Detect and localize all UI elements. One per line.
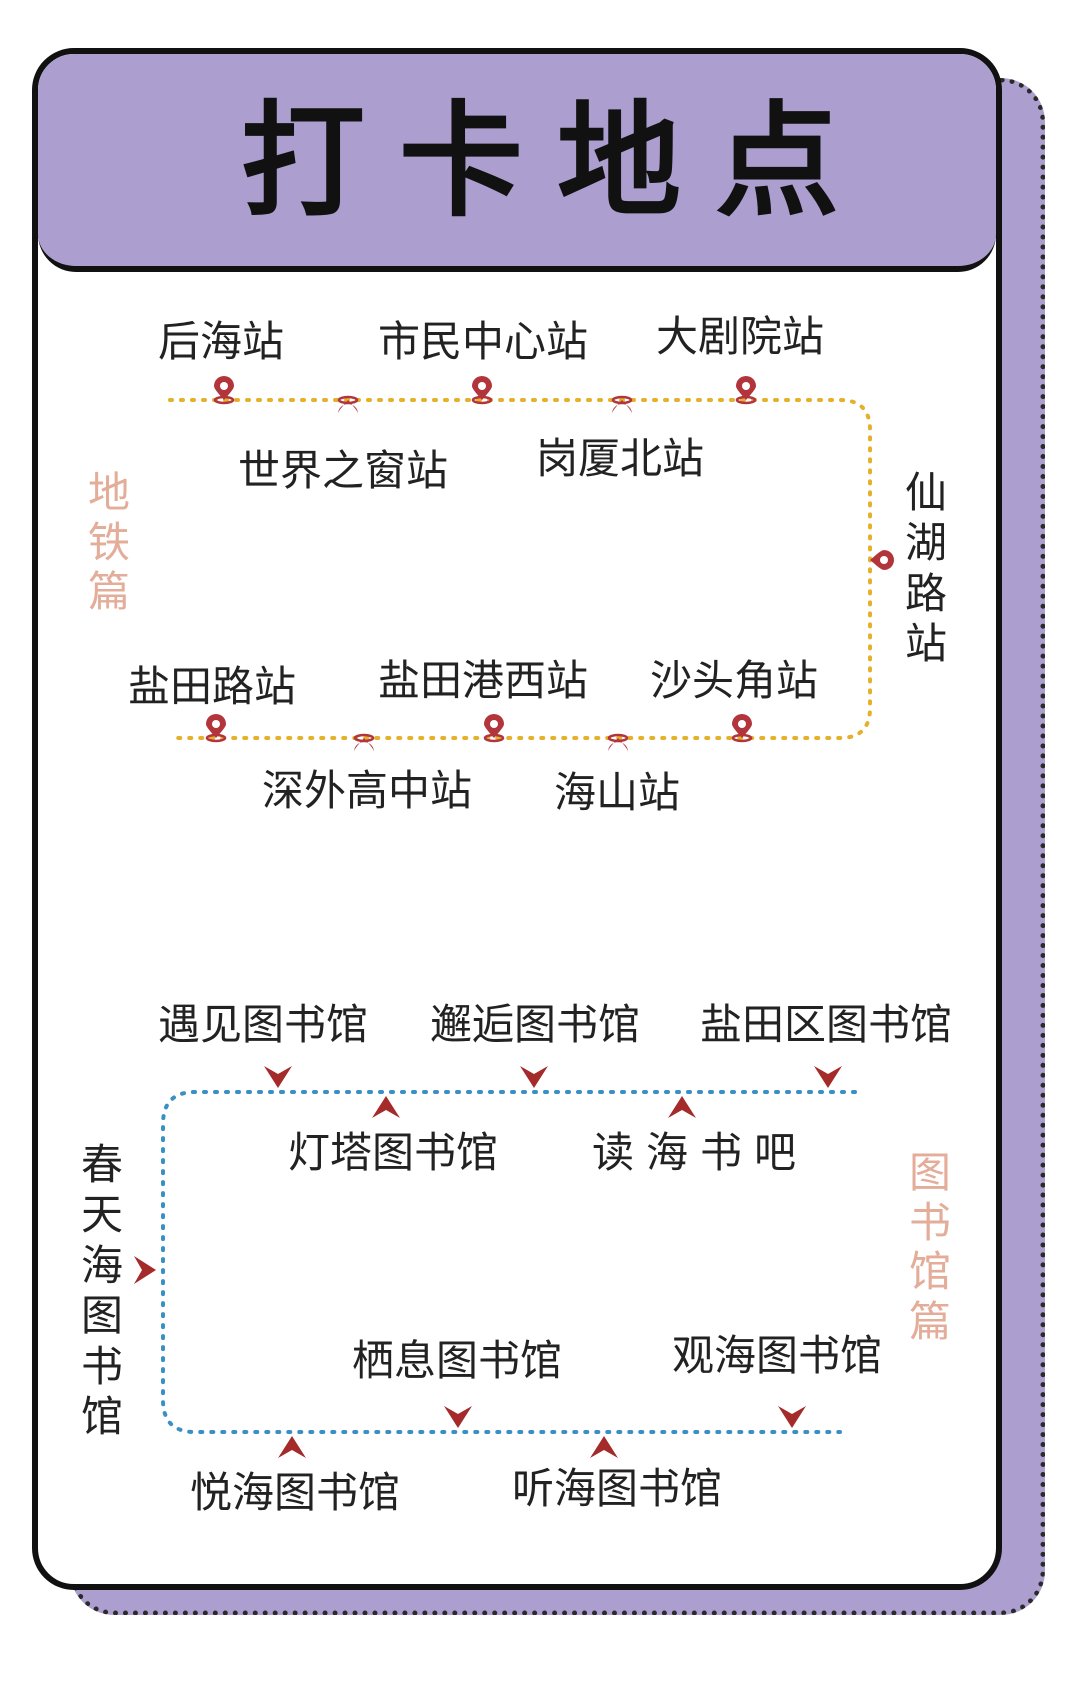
triangle-arrow-icon (444, 1406, 472, 1428)
section-label-library: 图书馆篇 (908, 1148, 951, 1346)
library-line (161, 1090, 857, 1434)
map-pin-icon (483, 714, 505, 743)
station-label: 沙头角站 (650, 656, 819, 705)
section-label-metro: 地铁篇 (87, 468, 130, 617)
map-pin-icon (870, 550, 894, 570)
triangle-arrow-icon (134, 1256, 156, 1284)
map-pin-icon (337, 395, 359, 418)
library-label: 盐田区图书馆 (700, 1000, 953, 1049)
library-label: 栖息图书馆 (352, 1336, 563, 1385)
library-label: 读海书吧 (592, 1128, 809, 1177)
station-label: 盐田路站 (128, 662, 297, 711)
station-label: 大剧院站 (656, 312, 825, 361)
station-label: 后海站 (158, 317, 285, 366)
metro-line (168, 398, 872, 740)
map-pin-icon (213, 376, 235, 405)
library-label: 春天海图书馆 (80, 1140, 123, 1441)
library-label: 灯塔图书馆 (288, 1128, 499, 1177)
library-label: 遇见图书馆 (158, 1000, 369, 1049)
main-card (32, 48, 1002, 1590)
triangle-arrow-icon (278, 1436, 306, 1458)
map-pin-icon (731, 714, 753, 743)
triangle-arrow-icon (814, 1066, 842, 1088)
station-label: 岗厦北站 (536, 434, 705, 483)
station-label: 海山站 (554, 768, 681, 817)
map-pin-icon (353, 733, 375, 756)
triangle-arrow-icon (372, 1096, 400, 1118)
map-pin-icon (735, 376, 757, 405)
triangle-arrow-icon (264, 1066, 292, 1088)
station-label: 世界之窗站 (238, 446, 449, 495)
triangle-arrow-icon (590, 1436, 618, 1458)
triangle-arrow-icon (668, 1096, 696, 1118)
library-label: 听海图书馆 (512, 1464, 723, 1513)
library-label: 邂逅图书馆 (430, 1000, 641, 1049)
map-pin-icon (611, 395, 633, 418)
triangle-arrow-icon (778, 1406, 806, 1428)
map-pin-icon (205, 714, 227, 743)
station-label: 仙湖路站 (904, 468, 947, 669)
map-pin-icon (471, 376, 493, 405)
library-label: 观海图书馆 (672, 1331, 883, 1380)
library-label: 悦海图书馆 (190, 1468, 401, 1517)
station-label: 深外高中站 (262, 766, 473, 815)
map-pin-icon (607, 733, 629, 756)
station-label: 市民中心站 (378, 317, 589, 366)
page-title: 打卡地点 (240, 90, 873, 234)
station-label: 盐田港西站 (378, 656, 589, 705)
triangle-arrow-icon (520, 1066, 548, 1088)
header-band (38, 54, 996, 272)
